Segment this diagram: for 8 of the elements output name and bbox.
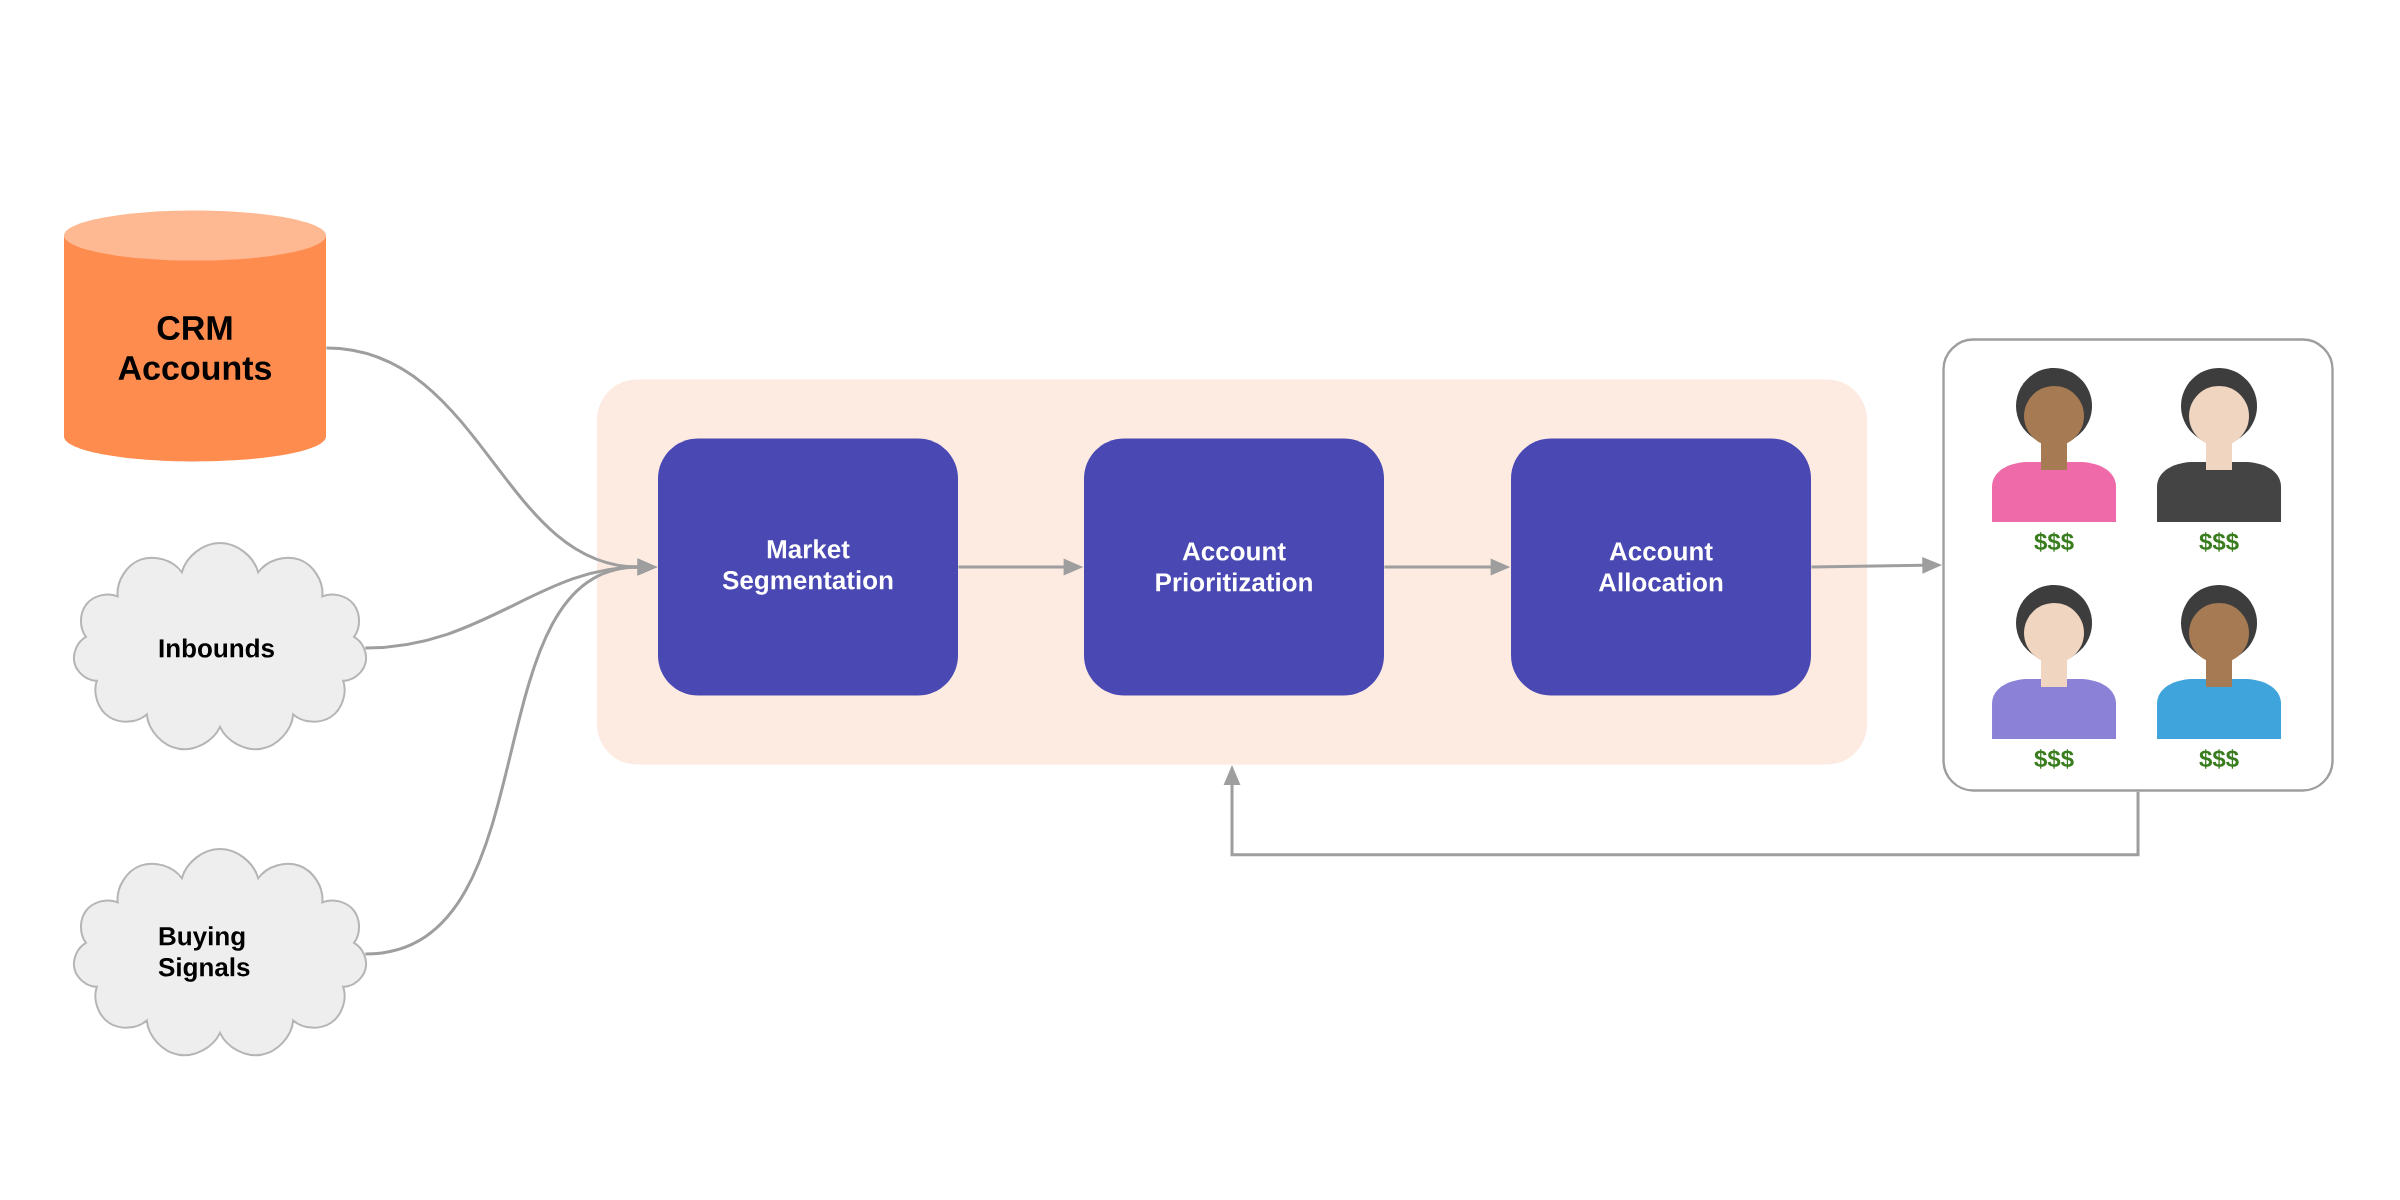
price-label: $$$ (2034, 749, 2074, 769)
database-cylinder: CRM Accounts (64, 210, 326, 462)
price-label: $$$ (2199, 532, 2239, 552)
process-box: Market Segmentation (658, 438, 958, 696)
price-label: $$$ (2199, 749, 2239, 769)
process-box: Account Allocation (1511, 438, 1811, 696)
process-box: Account Prioritization (1084, 438, 1384, 696)
price-label: $$$ (2034, 532, 2074, 552)
